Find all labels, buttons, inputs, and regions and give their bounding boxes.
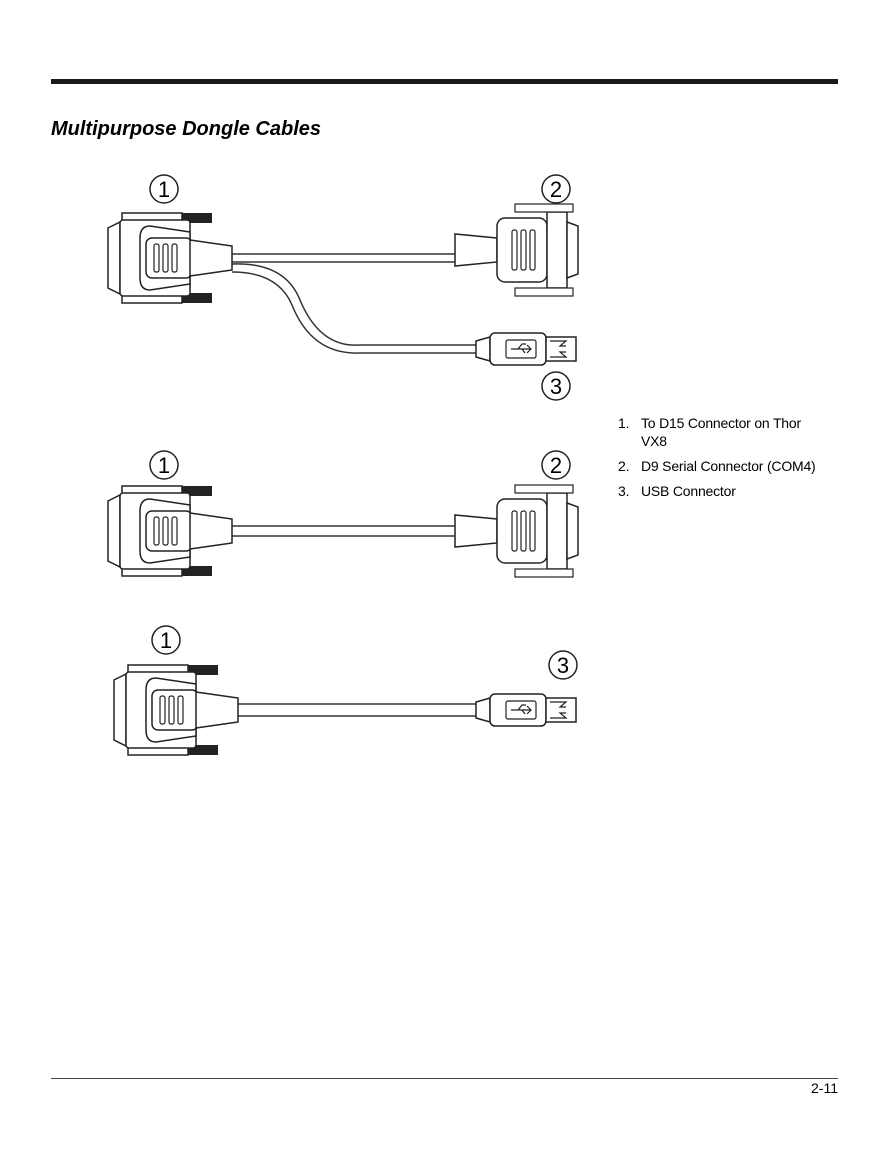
usb-connector — [475, 332, 577, 366]
svg-text:1: 1 — [160, 628, 172, 653]
callout-3: 3 — [548, 650, 578, 680]
page-number: 2-11 — [811, 1080, 838, 1096]
svg-text:2: 2 — [550, 453, 562, 478]
legend-item: 1. To D15 Connector on Thor VX8 — [618, 414, 818, 450]
d9-serial-connector — [454, 484, 579, 578]
d15-connector — [107, 212, 233, 304]
legend-text: USB Connector — [641, 483, 736, 499]
section-title: Multipurpose Dongle Cables — [51, 118, 322, 140]
legend-number: 2. — [618, 458, 630, 474]
callout-2: 2 — [541, 450, 571, 480]
connector-legend: 1. To D15 Connector on Thor VX8 2. D9 Se… — [618, 414, 818, 507]
callout-1: 1 — [149, 450, 179, 480]
usb-dongle-cable — [113, 664, 577, 756]
serial-dongle-cable — [107, 484, 579, 578]
callout-1: 1 — [151, 625, 181, 655]
legend-number: 1. — [618, 415, 630, 431]
legend-text: To D15 Connector on Thor VX8 — [641, 415, 801, 449]
legend-item: 2. D9 Serial Connector (COM4) — [618, 457, 818, 475]
header-rule — [51, 79, 838, 84]
svg-text:3: 3 — [557, 653, 569, 678]
d15-connector — [113, 664, 239, 756]
usb-connector — [475, 693, 577, 727]
svg-text:3: 3 — [550, 374, 562, 399]
legend-number: 3. — [618, 483, 630, 499]
legend-item: 3. USB Connector — [618, 482, 818, 500]
legend-text: D9 Serial Connector (COM4) — [641, 458, 816, 474]
svg-text:1: 1 — [158, 177, 170, 202]
callout-3: 3 — [541, 371, 571, 401]
y-dongle-cable — [107, 203, 579, 366]
footer-rule — [51, 1078, 838, 1079]
d15-connector — [107, 485, 233, 577]
callout-2: 2 — [541, 174, 571, 204]
svg-text:2: 2 — [550, 177, 562, 202]
svg-text:1: 1 — [158, 453, 170, 478]
callout-1: 1 — [149, 174, 179, 204]
d9-serial-connector — [454, 203, 579, 297]
